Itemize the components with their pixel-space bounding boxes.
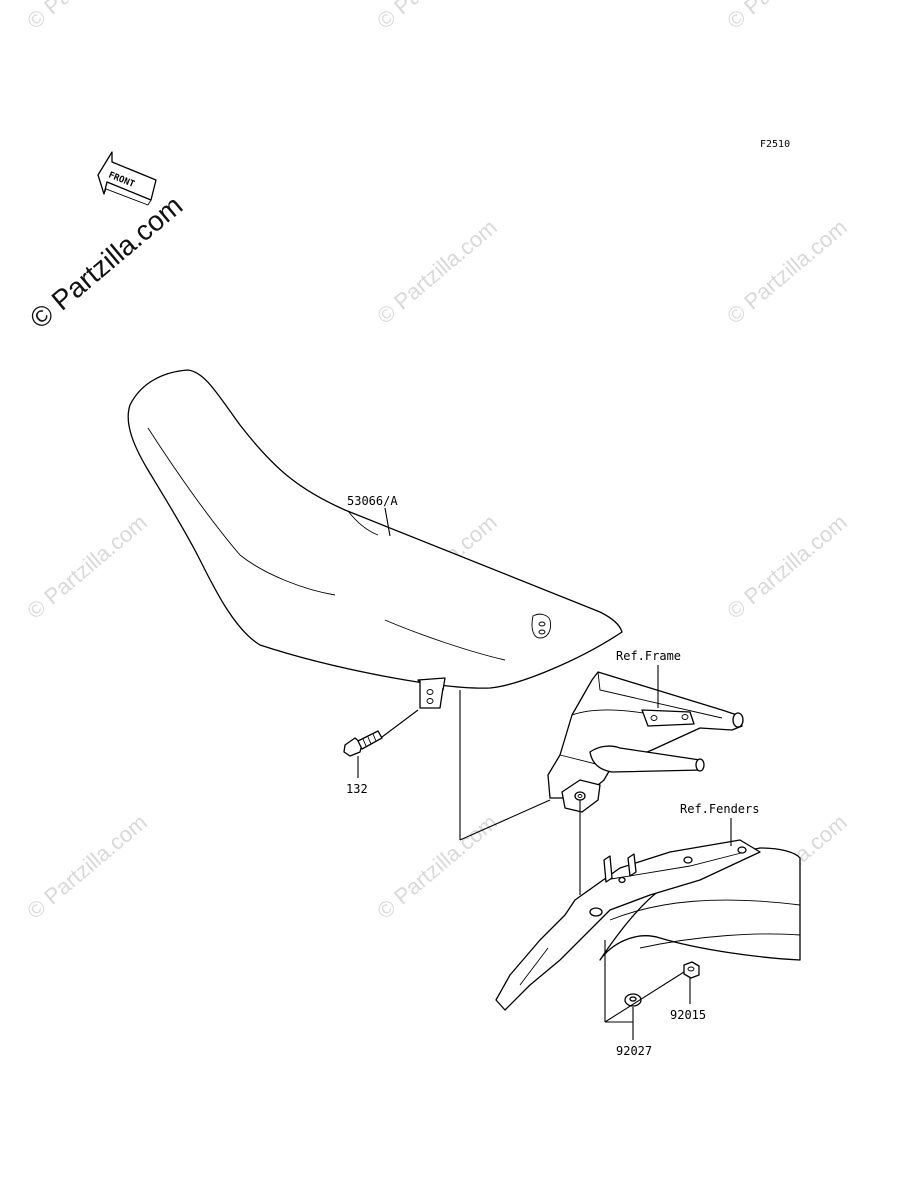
seat-part-label: 53066/A — [347, 494, 398, 508]
rear-fender — [495, 839, 801, 1011]
washer-part-label: 92027 — [616, 1044, 652, 1058]
frame-ref-label: Ref.Frame — [616, 649, 681, 663]
washer-92027 — [624, 993, 642, 1007]
watermark-text: © Partzilla.com — [722, 509, 852, 623]
watermark-text: © Partzilla.com — [372, 809, 502, 923]
watermark-text: © Partzilla.com — [722, 214, 852, 328]
rear-frame — [547, 671, 744, 813]
bolt-part-label: 132 — [346, 782, 368, 796]
fenders-ref-label: Ref.Fenders — [680, 802, 759, 816]
watermark-text: © Partzilla.com — [722, 0, 852, 34]
diagram-code: F2510 — [760, 139, 790, 150]
watermark-text: © Partzilla.com — [22, 509, 152, 623]
leader-lines — [357, 507, 732, 1040]
watermark-text: © Partzilla.com — [22, 0, 152, 34]
bolt-132 — [343, 730, 383, 757]
front-arrow-icon: FRONT — [97, 151, 157, 206]
watermark-text: © Partzilla.com — [22, 809, 152, 923]
watermark-text: © Partzilla.com — [372, 214, 502, 328]
seat-53066 — [127, 369, 623, 709]
watermark-text: © Partzilla.com — [372, 0, 502, 34]
nut-92015 — [683, 961, 700, 979]
nut-part-label: 92015 — [670, 1008, 706, 1022]
brand-watermark: © Partzilla.com — [24, 190, 188, 335]
